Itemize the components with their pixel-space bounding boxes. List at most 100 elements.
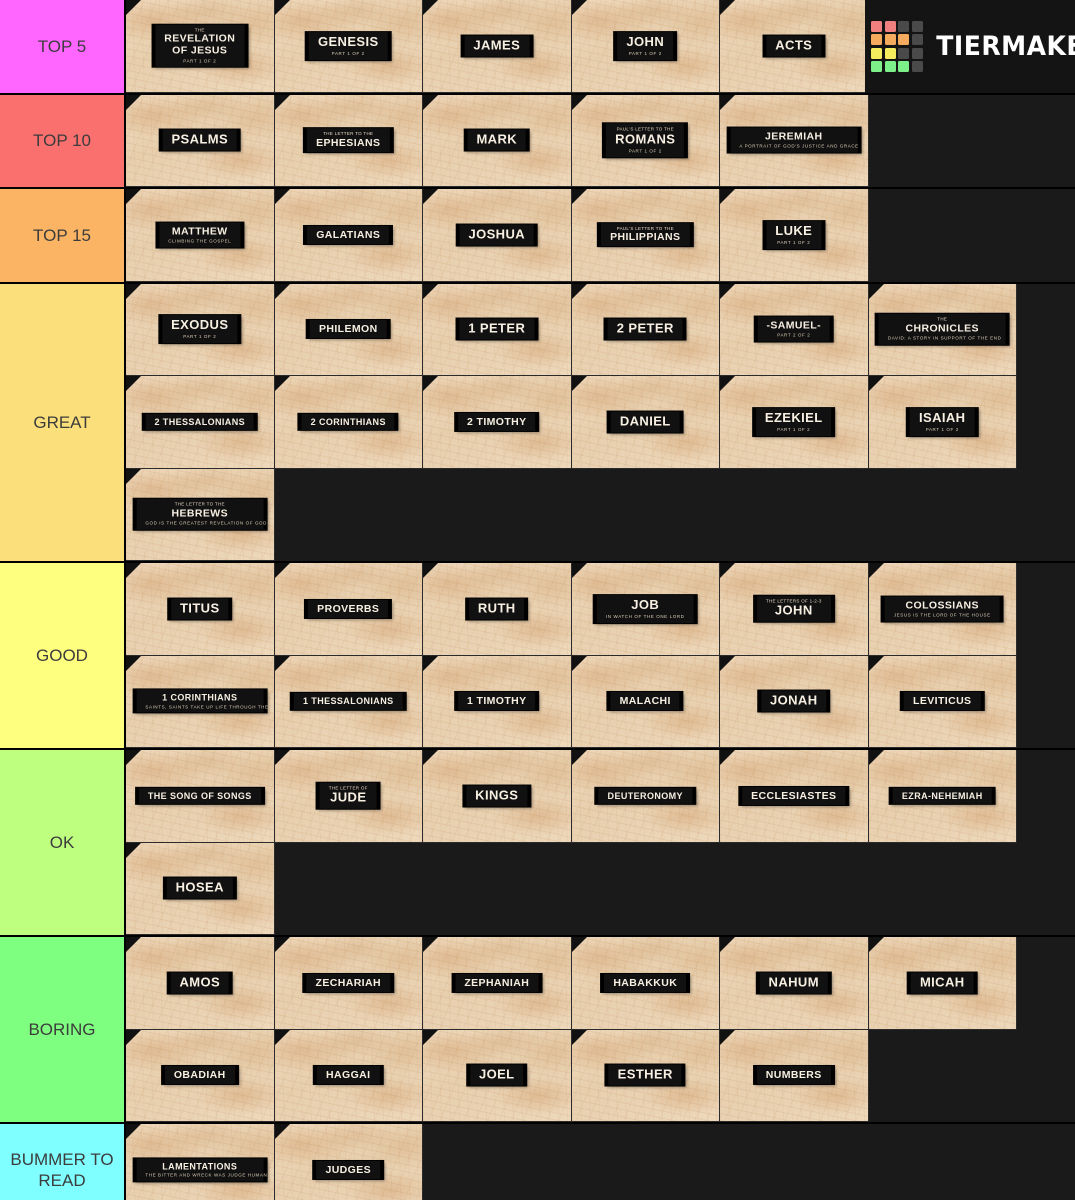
tier-item-card[interactable]: ZEPHANIAH	[423, 937, 572, 1030]
tier-item-card[interactable]: HAGGAI	[274, 1029, 423, 1122]
tier-item-card[interactable]: AMOS	[126, 937, 275, 1030]
tier-item-card[interactable]: MARK	[423, 94, 572, 187]
tier-item-card[interactable]: 2 CORINTHIANS	[274, 376, 423, 469]
card-banner-subtitle: PART 1 OF 2	[628, 148, 662, 154]
tier-item-card[interactable]: JONAH	[720, 655, 869, 748]
card-banner-title: HAGGAI	[326, 1069, 371, 1082]
tiermaker-grid-cell	[884, 47, 896, 59]
tiermaker-grid-cell	[898, 20, 909, 32]
tier-item-card[interactable]: 1 TIMOTHY	[423, 655, 572, 748]
tier-item-card[interactable]: 2 PETER	[571, 283, 720, 376]
tier-item-card[interactable]: KINGS	[423, 750, 572, 843]
tier-item-card[interactable]: PSALMS	[126, 94, 275, 187]
card-banner: JUDGES	[313, 1160, 384, 1179]
card-banner-title: 1 TIMOTHY	[466, 695, 527, 708]
tier-label[interactable]: BORING	[0, 937, 126, 1122]
tier-item-card[interactable]: JOEL	[423, 1029, 572, 1122]
tier-item-card[interactable]: EZRA-NEHEMIAH	[868, 750, 1017, 843]
tier-item-card[interactable]: JUDGES	[274, 1124, 423, 1200]
card-banner-title: MARK	[476, 131, 518, 147]
card-corner-icon	[868, 376, 884, 391]
tier-label[interactable]: TOP 5	[0, 0, 126, 93]
tier-item-card[interactable]: 1 THESSALONIANS	[274, 655, 423, 748]
tier-item-card[interactable]: MICAH	[868, 937, 1017, 1030]
tier-label[interactable]: TOP 15	[0, 189, 126, 282]
tier-item-card[interactable]: JAMES	[423, 0, 572, 93]
tier-item-card[interactable]: DANIEL	[571, 376, 720, 469]
tier-item-card[interactable]: ESTHER	[571, 1029, 720, 1122]
tier-item-card[interactable]: PROVERBS	[274, 563, 423, 656]
tier-item-card[interactable]: JOSHUA	[423, 189, 572, 282]
tier-item-card[interactable]: 2 TIMOTHY	[423, 376, 572, 469]
card-corner-icon	[423, 0, 438, 15]
card-banner-title: ECCLESIASTES	[751, 789, 837, 802]
card-banner-title: ROMANS	[615, 131, 676, 147]
card-banner-title: 1 PETER	[468, 320, 526, 336]
tier-item-card[interactable]: 2 THESSALONIANS	[126, 376, 275, 469]
card-corner-icon	[423, 189, 438, 204]
tier-item-card[interactable]: PHILEMON	[274, 283, 423, 376]
tier-label[interactable]: TOP 10	[0, 94, 126, 187]
card-banner-title: ZEPHANIAH	[464, 976, 530, 989]
card-corner-icon	[571, 376, 587, 391]
tier-item-card[interactable]: HABAKKUK	[571, 937, 720, 1030]
card-corner-icon	[274, 0, 290, 15]
tier-label[interactable]: GOOD	[0, 563, 126, 748]
card-banner: ESTHER	[605, 1064, 685, 1086]
card-corner-icon	[423, 655, 438, 671]
card-banner: AMOS	[167, 972, 233, 994]
card-banner-title: PSALMS	[171, 131, 229, 147]
tier-item-card[interactable]: TITUS	[126, 563, 275, 656]
tier-item-card[interactable]: ACTS	[720, 0, 869, 93]
tier-item-card[interactable]: OBADIAH	[126, 1029, 275, 1122]
card-corner-icon	[571, 655, 587, 671]
tier-item-card[interactable]: HOSEA	[126, 842, 275, 935]
tier-item-card[interactable]: GALATIANS	[274, 189, 423, 282]
tier-item-card[interactable]: LEVITICUS	[868, 655, 1017, 748]
tier-item-card[interactable]: 1 PETER	[423, 283, 572, 376]
tier-item-card[interactable]: THE SONG OF SONGS	[126, 750, 275, 843]
card-banner-title: LAMENTATIONS	[162, 1161, 238, 1172]
tier-item-card[interactable]: RUTH	[423, 563, 572, 656]
tier-item-card[interactable]: -SAMUEL-PART 2 OF 2	[720, 283, 869, 376]
tier-label[interactable]: BUMMER TO READ	[0, 1124, 126, 1200]
tier-item-card[interactable]: MALACHI	[571, 655, 720, 748]
tiermaker-grid-cell	[911, 47, 923, 59]
tier-item-card[interactable]: ECCLESIASTES	[720, 750, 869, 843]
tier-item-card[interactable]: DEUTERONOMY	[571, 750, 720, 843]
tier-item-card[interactable]: NAHUM	[720, 937, 869, 1030]
card-banner-title: MATTHEW	[171, 225, 228, 238]
tier-label[interactable]: GREAT	[0, 283, 126, 561]
card-banner-subtitle: PART 1 OF 2	[925, 426, 959, 432]
tier-label[interactable]: OK	[0, 750, 126, 935]
tier-item-card[interactable]: ZECHARIAH	[274, 937, 423, 1030]
card-corner-icon	[274, 283, 290, 299]
tier-item-card[interactable]: NUMBERS	[720, 1029, 869, 1122]
card-banner-title: JEREMIAH	[765, 130, 823, 143]
card-banner-prefix: THE	[937, 316, 948, 322]
